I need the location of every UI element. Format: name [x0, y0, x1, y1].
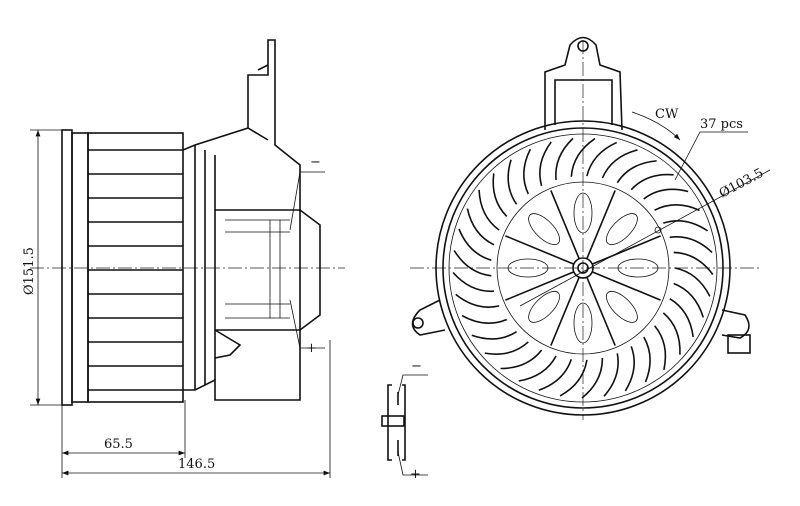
- fan-blade: [538, 358, 573, 391]
- side-terminal-leaders: − +: [289, 155, 325, 356]
- hub-spoke: [591, 271, 661, 301]
- motor-length-label: 65.5: [104, 437, 133, 452]
- fan-blade: [555, 137, 574, 181]
- fan-blade: [453, 250, 492, 277]
- connector-terminal-plus: +: [410, 467, 421, 482]
- hub-window: [528, 213, 561, 246]
- fan-blade: [616, 160, 657, 184]
- fan-blade: [518, 355, 557, 382]
- fan-blade: [581, 357, 604, 399]
- fan-blade: [484, 341, 529, 355]
- fan-blade: [643, 188, 689, 200]
- fan-blade: [492, 173, 508, 218]
- front-view: CW 37 pcs Ø103.5: [410, 36, 771, 420]
- hub: [496, 181, 670, 355]
- side-view: − + Ø151.5 65.5 146.5: [22, 39, 345, 478]
- fan-blade: [673, 251, 714, 275]
- fan-blade: [673, 282, 705, 318]
- fan-blade: [586, 141, 618, 177]
- fan-blade: [466, 208, 495, 246]
- fan-blade: [630, 173, 674, 191]
- fan-blade: [500, 349, 543, 370]
- overall-length-label: 146.5: [178, 457, 215, 472]
- fan-blade: [669, 297, 694, 338]
- blade-count-annotation: 37 pcs: [674, 117, 748, 181]
- rotation-annotation: CW: [631, 107, 681, 141]
- hub-window: [573, 192, 593, 234]
- housing-side: [182, 39, 321, 401]
- fan-blade: [654, 204, 700, 212]
- diameter-label: Ø151.5: [22, 247, 37, 295]
- fan-blade: [539, 141, 552, 187]
- hub-window: [573, 302, 593, 344]
- hub-spoke: [505, 235, 575, 265]
- fan-blade: [455, 293, 500, 308]
- hub-spoke: [550, 190, 580, 260]
- hub-window: [617, 258, 659, 278]
- hub-window: [605, 213, 638, 246]
- side-terminal-plus: +: [306, 341, 317, 356]
- side-terminal-minus: −: [310, 155, 321, 170]
- fan-blade: [674, 267, 711, 297]
- hub-window: [507, 258, 549, 278]
- fan-blade: [669, 236, 713, 254]
- hub-spoke: [591, 235, 661, 265]
- fan-blade: [523, 148, 532, 195]
- dimension-motor-length: 65.5: [61, 400, 186, 478]
- fan-blade: [570, 137, 596, 177]
- fan-blade: [624, 346, 636, 392]
- fan-blade: [507, 159, 518, 205]
- fan-blade: [461, 314, 508, 324]
- hub-spoke: [586, 190, 616, 260]
- dimension-diameter: Ø151.5: [22, 129, 62, 406]
- hub-spoke: [550, 276, 580, 346]
- fan-blade: [559, 359, 588, 397]
- hub-window: [528, 290, 561, 323]
- connector-terminal-minus: −: [411, 359, 422, 374]
- housing-front: [411, 36, 751, 416]
- fan-blade: [478, 189, 500, 231]
- fan-blade: [653, 325, 667, 370]
- fan-blade: [601, 149, 638, 179]
- hub-window: [605, 290, 638, 323]
- inner-diameter-annotation: Ø103.5: [519, 166, 771, 307]
- fan-blade: [663, 220, 709, 232]
- fan-blade: [662, 312, 681, 355]
- connector-detail: − +: [381, 359, 428, 482]
- fan-blade: [643, 336, 651, 383]
- fan-blade: [471, 330, 518, 340]
- fan-blade: [458, 228, 492, 261]
- hub-spoke: [586, 276, 616, 346]
- fan-blades: [452, 137, 714, 399]
- inner-diameter-label: Ø103.5: [717, 166, 766, 202]
- fan-blade: [452, 271, 495, 292]
- dimension-overall-length: 146.5: [62, 340, 331, 478]
- fan-wheel-side: [61, 129, 184, 406]
- fan-blade: [603, 353, 619, 397]
- blade-count-label: 37 pcs: [700, 117, 743, 132]
- rotation-label: CW: [655, 107, 679, 122]
- hub-spoke: [505, 271, 575, 301]
